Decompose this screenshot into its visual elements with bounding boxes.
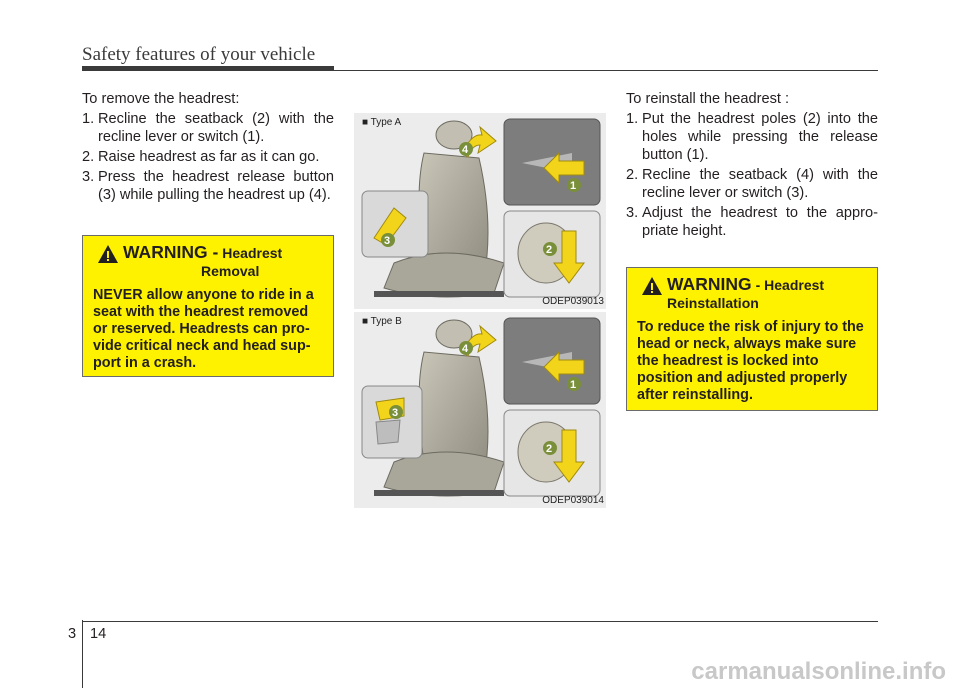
warning-body: NEVER allow anyone to ride in a seat wit… <box>93 287 314 371</box>
reinstall-step: 3.Adjust the headrest to the appro-priat… <box>626 204 878 240</box>
page-title: Safety features of your vehicle <box>82 44 316 65</box>
warning-heading: WARNING - Headrest Reinstallation <box>637 274 867 313</box>
removal-intro: To remove the headrest: <box>82 91 240 107</box>
warning-heading: WARNING - Headrest Removal <box>93 242 323 281</box>
removal-instructions: To remove the headrest: 1.Recline the se… <box>82 90 334 206</box>
callout-1: 1 <box>567 178 581 192</box>
watermark: carmanualsonline.info <box>691 658 946 685</box>
type-b-label: ■ Type B <box>362 316 402 327</box>
step-number: 2. <box>626 167 639 183</box>
svg-text:1: 1 <box>570 180 576 192</box>
step-number: 2. <box>82 149 95 165</box>
step-number: 3. <box>626 205 639 221</box>
warning-subject-line2: Removal <box>201 263 260 279</box>
svg-text:3: 3 <box>384 235 390 247</box>
svg-text:3: 3 <box>392 407 398 419</box>
step-text: Recline the seatback (2) with the reclin… <box>98 111 334 145</box>
warning-box-reinstall: WARNING - Headrest Reinstallation To red… <box>626 267 878 411</box>
warning-subject: - Headrest <box>755 277 825 293</box>
figure-panel-type-a: 1 2 3 4 ■ Type A ODEP039013 <box>354 113 606 309</box>
step-number: 1. <box>626 111 639 127</box>
reinstall-step: 2.Recline the seatback (4) with the recl… <box>626 166 878 202</box>
warning-box-removal: WARNING - Headrest Removal NEVER allow a… <box>82 235 334 377</box>
reinstall-intro: To reinstall the headrest : <box>626 91 790 107</box>
removal-step: 1.Recline the seatback (2) with the recl… <box>82 110 334 146</box>
footer-rule <box>82 621 878 622</box>
step-text: Raise headrest as far as it can go. <box>98 149 320 165</box>
step-text: Recline the seatback (4) with the reclin… <box>642 167 878 201</box>
removal-step: 3.Press the headrest release button (3) … <box>82 168 334 204</box>
seat-illustration-b: 1 2 3 4 <box>361 317 601 497</box>
step-text: Put the headrest poles (2) into the hole… <box>642 111 878 163</box>
warning-word: WARNING <box>667 274 752 294</box>
step-text: Press the headrest release button (3) wh… <box>98 169 334 203</box>
footer-divider <box>82 620 83 688</box>
seat-illustration-a: 1 2 3 4 <box>361 118 601 298</box>
reinstall-steps: 1.Put the headrest poles (2) into the ho… <box>626 110 878 240</box>
figure-panel-type-b: 1 2 3 4 ■ Type B ODEP039014 <box>354 312 606 508</box>
svg-text:4: 4 <box>462 343 469 355</box>
svg-text:2: 2 <box>546 244 552 256</box>
removal-step: 2.Raise headrest as far as it can go. <box>82 148 334 166</box>
step-text: Adjust the headrest to the appro-priate … <box>642 205 878 239</box>
warning-body: To reduce the risk of injury to the head… <box>637 319 864 403</box>
page-number: 14 <box>90 626 107 642</box>
figure-code-b: ODEP039014 <box>542 495 604 506</box>
svg-text:4: 4 <box>462 144 469 156</box>
headrest-figure: 1 2 3 4 ■ Type A ODEP039013 <box>354 113 606 508</box>
chapter-number: 3 <box>68 626 77 642</box>
step-number: 1. <box>82 111 95 127</box>
warning-subject-line2: Reinstallation <box>667 295 759 311</box>
removal-steps: 1.Recline the seatback (2) with the recl… <box>82 110 334 204</box>
warning-triangle-icon <box>98 245 118 263</box>
reinstall-step: 1.Put the headrest poles (2) into the ho… <box>626 110 878 164</box>
figure-divider <box>354 309 606 312</box>
header-rule <box>82 70 878 71</box>
warning-word: WARNING - <box>123 242 219 262</box>
svg-text:1: 1 <box>570 379 576 391</box>
svg-text:2: 2 <box>546 443 552 455</box>
header-rule-thick <box>82 66 334 70</box>
step-number: 3. <box>82 169 95 185</box>
warning-triangle-icon <box>642 277 662 295</box>
warning-subject: Headrest <box>222 245 283 261</box>
figure-code-a: ODEP039013 <box>542 296 604 307</box>
reinstall-instructions: To reinstall the headrest : 1.Put the he… <box>626 90 878 242</box>
type-a-label: ■ Type A <box>362 117 402 128</box>
